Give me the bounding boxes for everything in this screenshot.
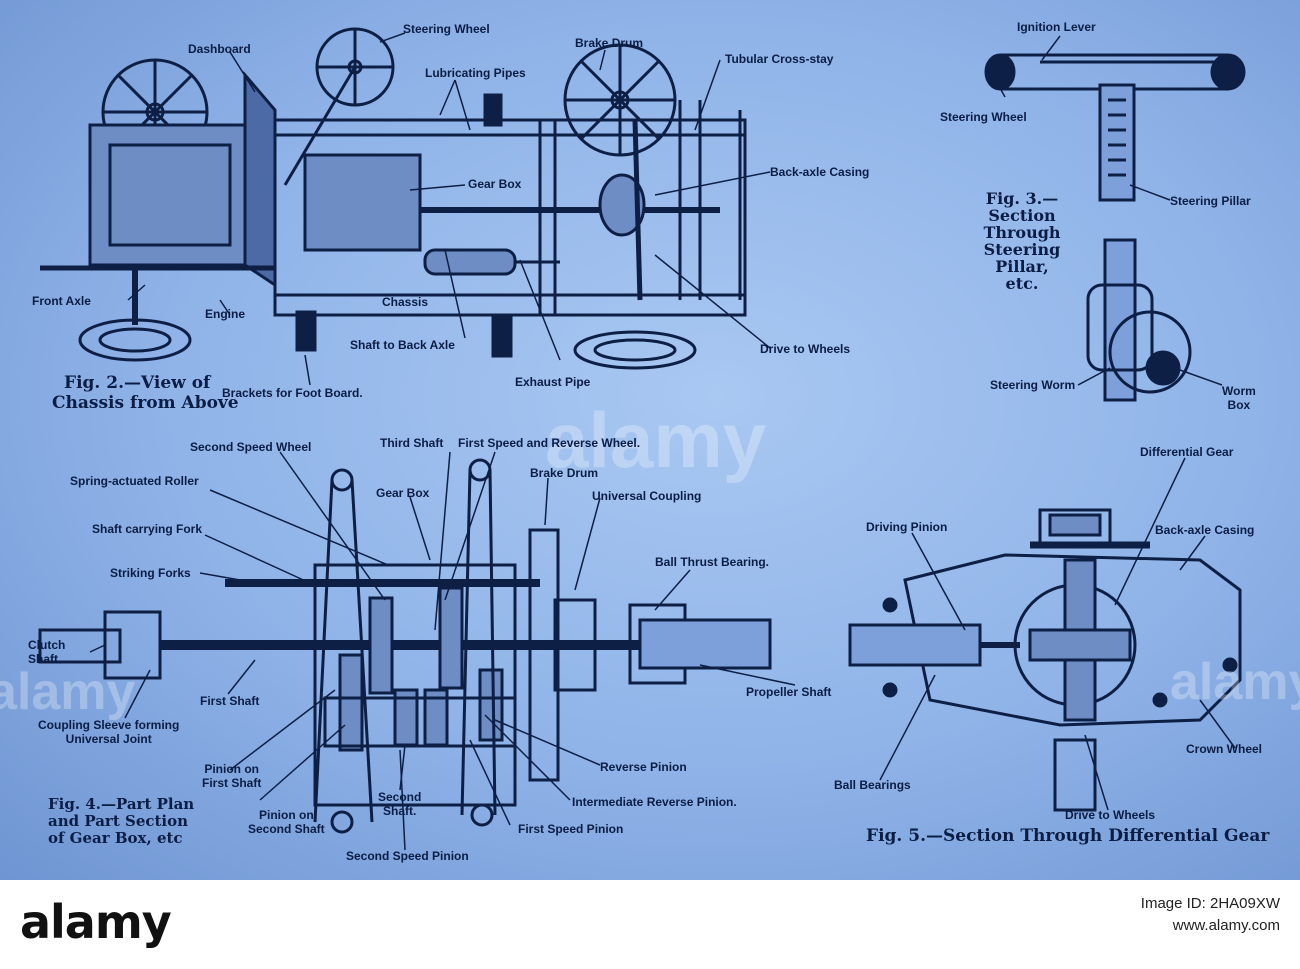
label-ball-bearings: Ball Bearings — [834, 778, 911, 792]
label-second-shaft-line-2: Shaft. — [383, 804, 417, 818]
label-pinion-on-first-shaft-line-1: Pinion on — [204, 762, 259, 776]
label-chassis: Chassis — [382, 295, 429, 309]
label-gear-box-fig4: Gear Box — [376, 486, 430, 500]
label-tubular-cross-stay: Tubular Cross-stay — [725, 52, 834, 66]
label-brackets-for-foot-board: Brackets for Foot Board. — [222, 386, 363, 400]
label-crown-wheel: Crown Wheel — [1186, 742, 1263, 756]
fig5-differential-drawing — [848, 508, 1242, 812]
label-steering-worm: Steering Worm — [990, 378, 1076, 392]
label-back-axle-casing: Back-axle Casing — [770, 165, 870, 179]
illustration-plate: alamy alamy alamy Dashboard Steering Whe… — [0, 0, 1300, 880]
label-second-speed-pinion: Second Speed Pinion — [346, 849, 469, 863]
label-coupling-sleeve: Coupling Sleeve forming Universal Joint — [38, 718, 179, 746]
fig2-caption-line-1: Fig. 2.—View of — [64, 373, 211, 393]
fig3-caption-line-2: Section — [988, 206, 1056, 225]
label-steering-pillar: Steering Pillar — [1170, 194, 1251, 208]
site-link[interactable]: www.alamy.com — [1172, 917, 1280, 934]
fig2-back-axle-casing — [598, 173, 646, 237]
label-pinion-on-second-shaft-line-1: Pinion on — [259, 808, 314, 822]
image-id: Image ID: 2HA09XW — [1140, 895, 1280, 912]
label-worm-box: Worm Box — [1222, 384, 1256, 412]
fig4-caption-line-2: and Part Section — [48, 812, 189, 830]
label-back-axle-casing-fig5: Back-axle Casing — [1155, 523, 1255, 537]
fig2-caption-line-2: Chassis from Above — [52, 393, 239, 413]
fig4-caption-line-3: of Gear Box, etc — [48, 829, 183, 847]
fig4-caption-line-1: Fig. 4.—Part Plan — [48, 795, 195, 813]
label-striking-forks: Striking Forks — [110, 566, 191, 580]
label-front-axle: Front Axle — [32, 294, 91, 308]
label-dashboard: Dashboard — [188, 42, 251, 56]
label-second-shaft-line-1: Second — [378, 790, 422, 804]
footer-meta: Image ID: 2HA09XW www.alamy.com — [1141, 893, 1280, 937]
diagram-drawings — [38, 27, 1246, 851]
label-drive-to-wheels-fig5: Drive to Wheels — [1065, 808, 1156, 822]
footer-strip — [0, 880, 1300, 969]
label-first-shaft: First Shaft — [200, 694, 260, 708]
label-first-speed-pinion: First Speed Pinion — [518, 822, 624, 836]
fig3-caption: Fig. 3.— Section Through Steering Pillar… — [978, 190, 1066, 292]
fig2-chassis-drawing — [40, 27, 747, 370]
label-second-shaft: Second Shaft. — [378, 790, 421, 818]
label-engine: Engine — [205, 307, 246, 321]
fig5-caption: Fig. 5.—Section Through Differential Gea… — [866, 826, 1270, 846]
fig4-brake-drum — [528, 528, 560, 782]
fig3-caption-line-6: etc. — [1005, 274, 1039, 293]
leader-lines — [89, 32, 1236, 851]
label-ball-thrust-bearing: Ball Thrust Bearing. — [655, 555, 770, 569]
fig4-caption: Fig. 4.—Part Plan and Part Section of Ge… — [48, 796, 194, 847]
fig3-caption-line-4: Steering — [983, 240, 1061, 259]
label-shaft-carrying-fork: Shaft carrying Fork — [92, 522, 203, 536]
label-lubricating-pipes: Lubricating Pipes — [425, 66, 526, 80]
label-worm-box-line-1: Worm — [1222, 384, 1256, 398]
label-second-speed-wheel: Second Speed Wheel — [190, 440, 312, 454]
label-reverse-pinion: Reverse Pinion — [600, 760, 687, 774]
fig3-caption-line-5: Pillar, — [995, 257, 1049, 276]
watermark-right: alamy — [1170, 653, 1300, 711]
fig3-caption-line-1: Fig. 3.— — [985, 189, 1059, 208]
label-ignition-lever: Ignition Lever — [1017, 20, 1096, 34]
label-pinion-on-first-shaft: Pinion on First Shaft — [202, 762, 261, 790]
label-third-shaft: Third Shaft — [380, 436, 444, 450]
label-pinion-on-second-shaft: Pinion on Second Shaft — [248, 808, 325, 836]
label-gear-box: Gear Box — [468, 177, 522, 191]
label-clutch-shaft: Clutch Shaft — [28, 638, 65, 666]
label-drive-to-wheels: Drive to Wheels — [760, 342, 851, 356]
label-clutch-shaft-line-2: Shaft — [28, 652, 58, 666]
fig4-gearbox-drawing — [38, 458, 772, 834]
label-first-speed-and-reverse-wheel: First Speed and Reverse Wheel. — [458, 436, 641, 450]
label-pinion-on-second-shaft-line-2: Second Shaft — [248, 822, 325, 836]
label-clutch-shaft-line-1: Clutch — [28, 638, 66, 652]
label-coupling-sleeve-line-2: Universal Joint — [65, 732, 152, 746]
label-universal-coupling: Universal Coupling — [592, 489, 702, 503]
label-brake-drum-fig4: Brake Drum — [530, 466, 599, 480]
label-pinion-on-first-shaft-line-2: First Shaft — [202, 776, 262, 790]
label-spring-actuated-roller: Spring-actuated Roller — [70, 474, 199, 488]
label-worm-box-line-2: Box — [1227, 398, 1251, 412]
label-shaft-to-back-axle: Shaft to Back Axle — [350, 338, 455, 352]
brand-logo[interactable]: alamy — [20, 895, 172, 949]
watermark-left: alamy — [0, 663, 136, 721]
fig3-caption-line-3: Through — [983, 223, 1061, 242]
watermark: alamy — [545, 396, 767, 484]
fig2-caption: Fig. 2.—View of Chassis from Above — [52, 373, 239, 413]
label-fig3-steering-wheel: Steering Wheel — [940, 110, 1027, 124]
fig3-steering-drawing — [984, 53, 1246, 402]
label-exhaust-pipe: Exhaust Pipe — [515, 375, 591, 389]
label-driving-pinion: Driving Pinion — [866, 520, 948, 534]
label-brake-drum: Brake Drum — [575, 36, 644, 50]
label-propeller-shaft: Propeller Shaft — [746, 685, 832, 699]
label-intermediate-reverse-pinion: Intermediate Reverse Pinion. — [572, 795, 737, 809]
label-coupling-sleeve-line-1: Coupling Sleeve forming — [38, 718, 180, 732]
label-differential-gear: Differential Gear — [1140, 445, 1234, 459]
label-steering-wheel: Steering Wheel — [403, 22, 490, 36]
